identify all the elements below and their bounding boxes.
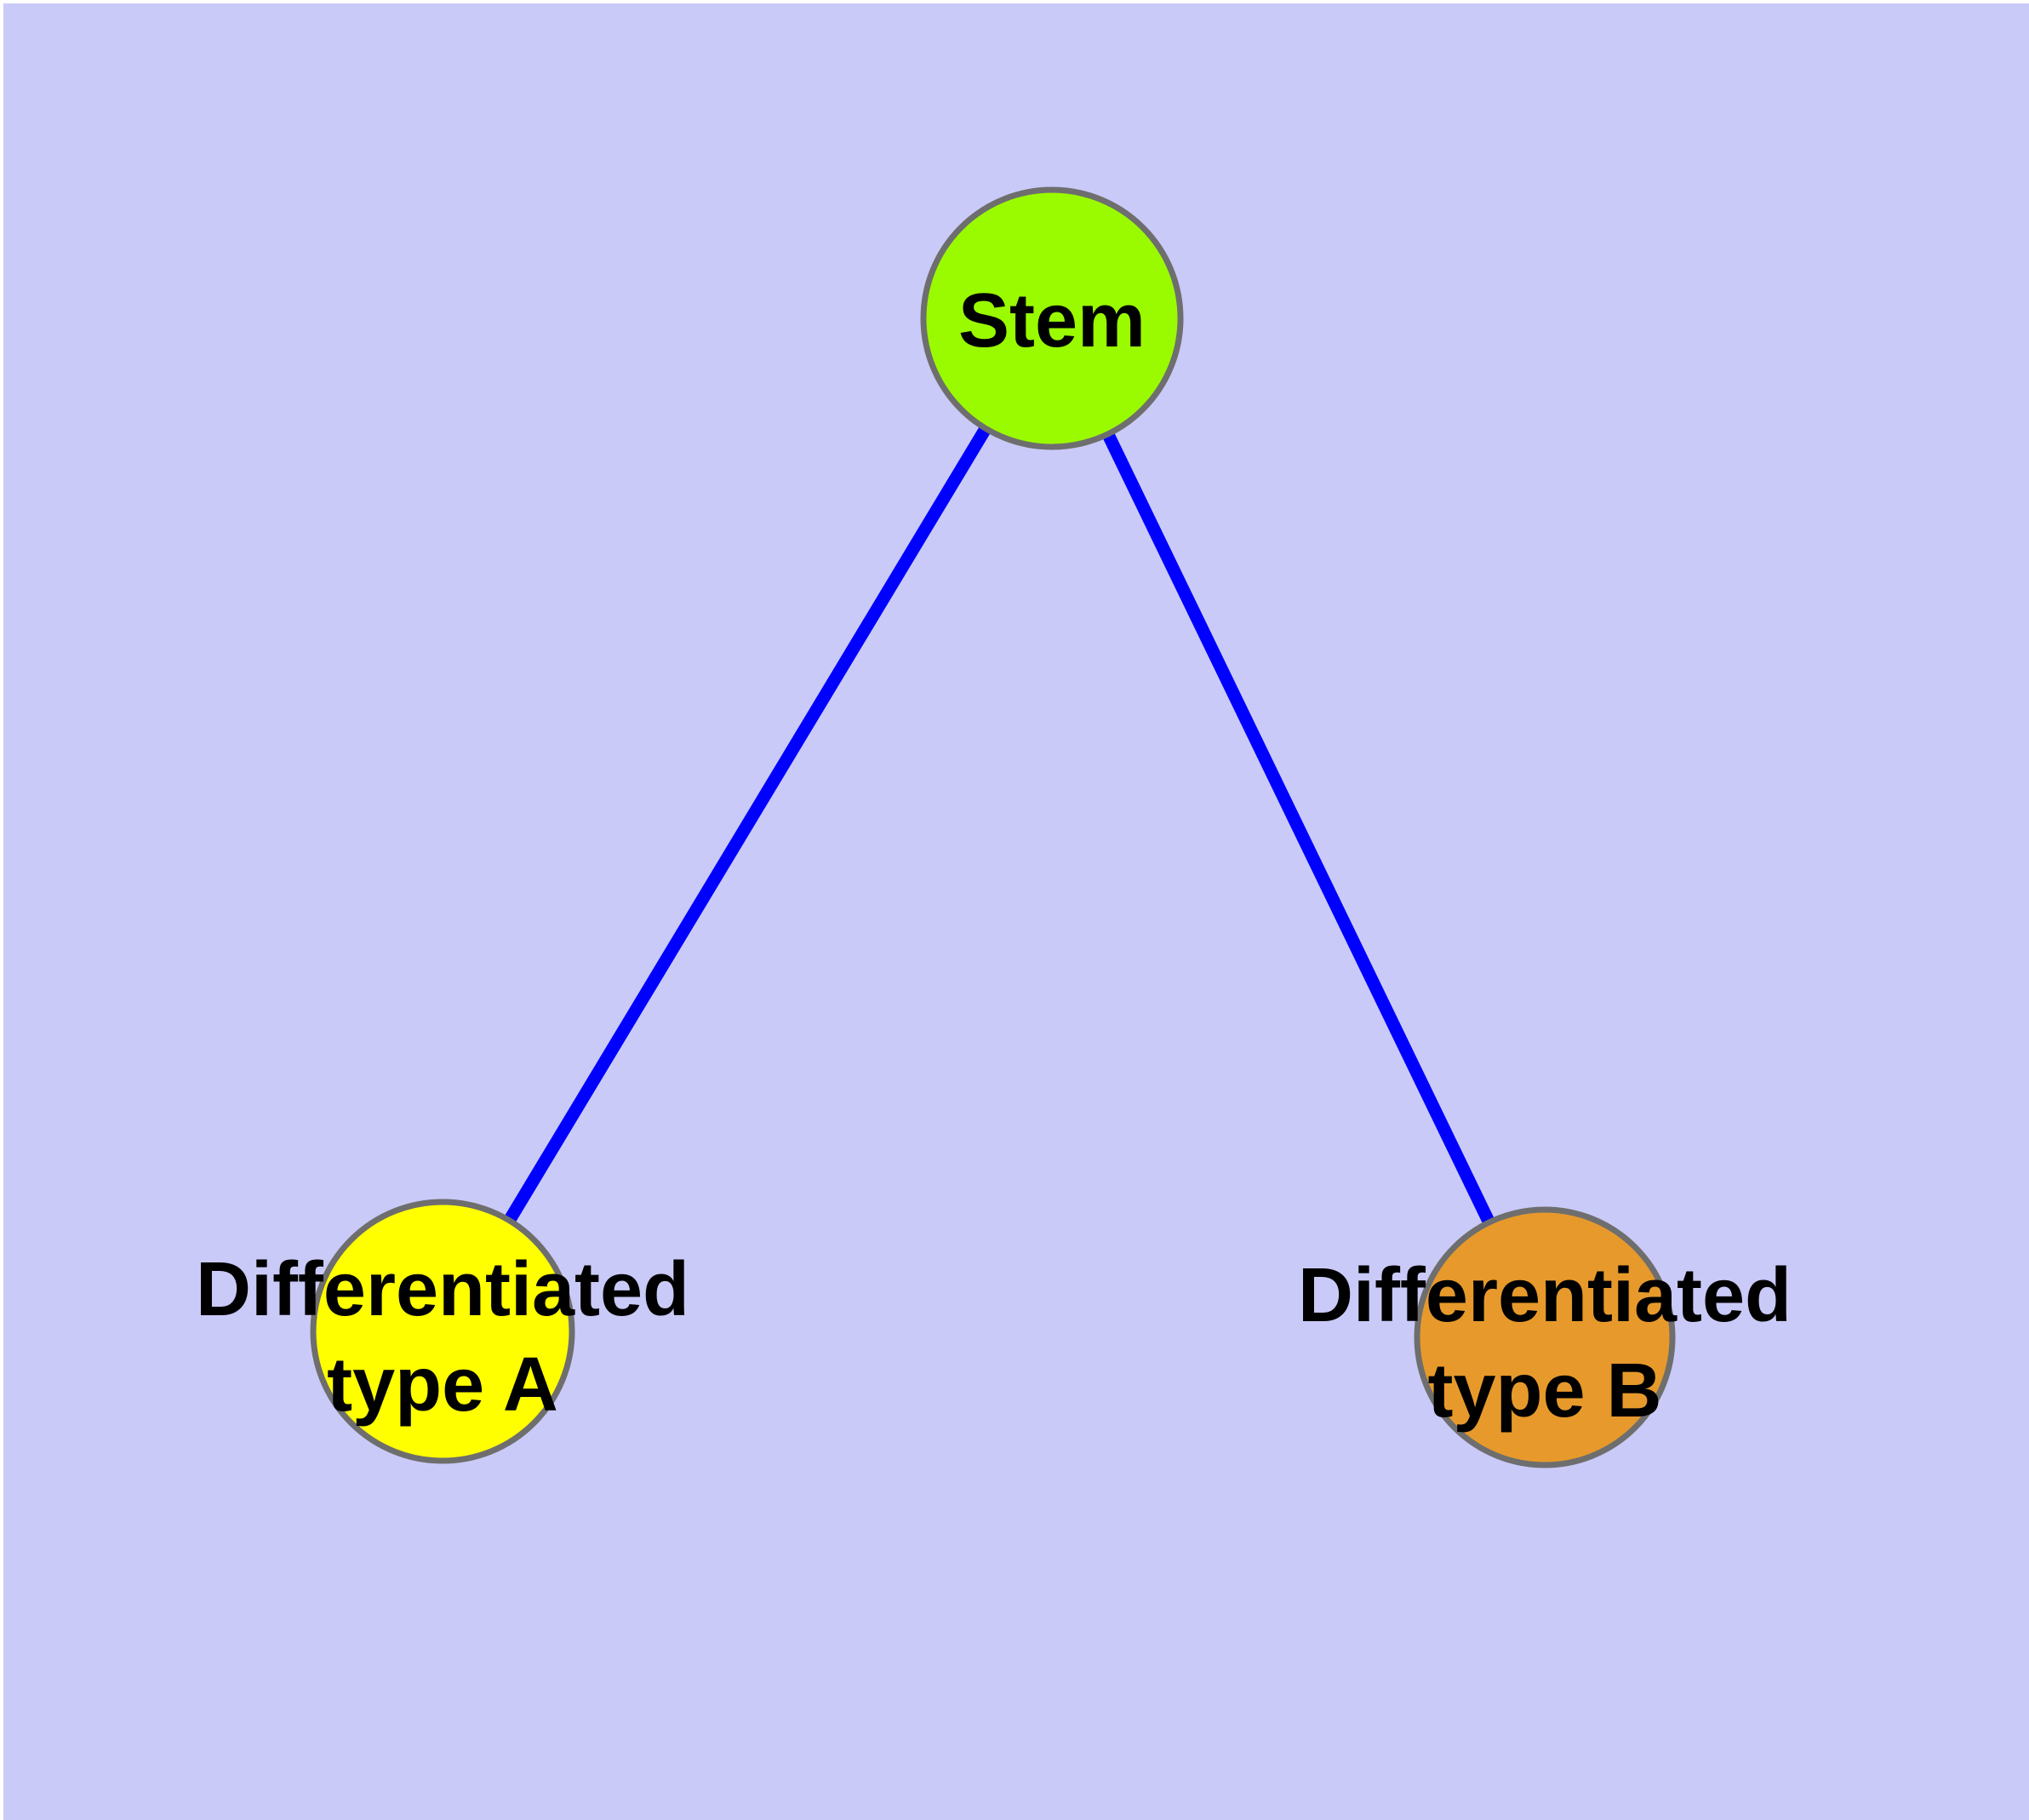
node-differentiated-type-b-label-line1: Differentiated: [1298, 1253, 1792, 1338]
node-differentiated-type-a-circle: [310, 1199, 575, 1464]
node-differentiated-type-a-label-line1: Differentiated: [196, 1247, 689, 1332]
node-stem-circle: [920, 186, 1184, 450]
node-differentiated-type-a: Differentiated type A: [196, 1199, 689, 1464]
node-stem: Stem: [920, 186, 1184, 450]
node-differentiated-type-a-label-line2: type A: [327, 1342, 558, 1428]
edge-stem-to-type-a: [437, 315, 1058, 1335]
node-differentiated-type-b: Differentiated type B: [1298, 1206, 1792, 1468]
node-stem-label: Stem: [958, 278, 1146, 363]
node-differentiated-type-b-label-line2: type B: [1427, 1348, 1661, 1434]
edge-stem-to-type-b: [1046, 315, 1551, 1341]
node-differentiated-type-b-circle: [1414, 1206, 1676, 1468]
